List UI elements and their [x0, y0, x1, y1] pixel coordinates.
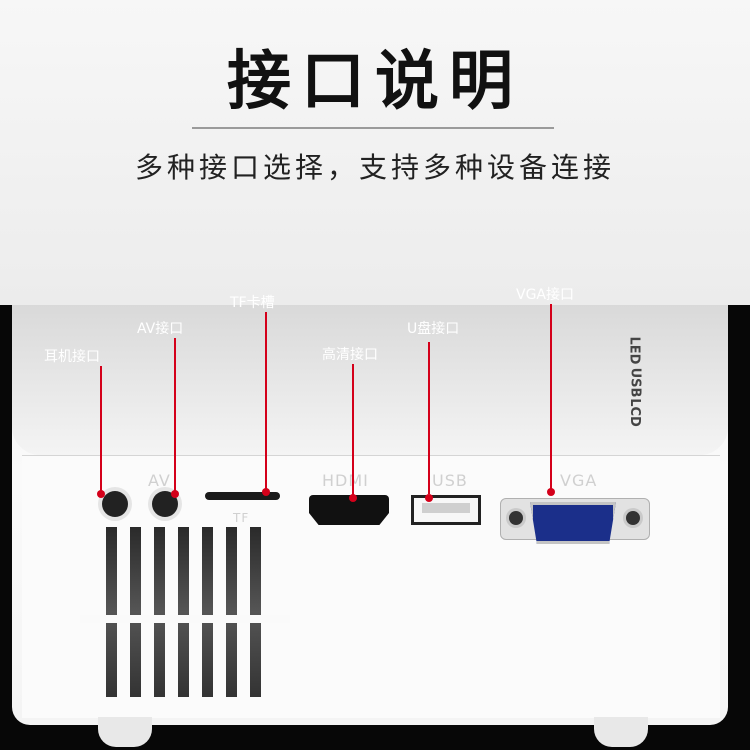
vent-slot [154, 527, 165, 697]
callout-tf: TF卡槽 [230, 295, 275, 311]
leader-av [174, 338, 176, 492]
callout-av: AV接口 [137, 321, 184, 337]
vga-screw-right [626, 511, 640, 525]
vent-slot [178, 527, 189, 697]
emboss-hdmi: HDMI [322, 471, 369, 490]
product-photo: AV HDMI USB VGA TF LED USB LCD [0, 305, 750, 750]
vent-bar [80, 615, 290, 623]
headphone-jack [102, 491, 128, 517]
air-vents [80, 527, 290, 709]
callout-vga: VGA接口 [516, 287, 575, 303]
page-subtitle: 多种接口选择，支持多种设备连接 [134, 151, 615, 184]
device-foot-left [98, 717, 152, 747]
leader-dot-tf [262, 488, 270, 496]
leader-dot-hdmi [349, 494, 357, 502]
leader-dot-av [171, 490, 179, 498]
vga-port [530, 502, 616, 544]
vent-slot [202, 527, 213, 697]
leader-dot-vga [547, 488, 555, 496]
callout-usb: U盘接口 [407, 321, 460, 337]
emboss-usb: USB [432, 471, 468, 490]
page-title: 接口说明 [227, 45, 523, 119]
callout-headphone: 耳机接口 [44, 349, 100, 365]
leader-usb [428, 342, 430, 494]
vent-slot [106, 527, 117, 697]
usb-port [411, 495, 481, 525]
vent-slot [130, 527, 141, 697]
emboss-tf: TF [233, 511, 250, 525]
leader-tf [265, 312, 267, 490]
vga-screw-left [509, 511, 523, 525]
emboss-av: AV [148, 471, 171, 490]
vent-slot [226, 527, 237, 697]
side-mark-led: LED [626, 336, 642, 365]
device-foot-right [594, 717, 648, 747]
divider [192, 127, 554, 129]
side-mark-lcd: LCD [626, 398, 642, 427]
leader-dot-usb [425, 494, 433, 502]
leader-dot-headphone [97, 490, 105, 498]
leader-hdmi [352, 364, 354, 496]
projector-top [12, 305, 728, 455]
vent-slot [250, 527, 261, 697]
emboss-vga: VGA [560, 471, 598, 490]
side-mark-usb: USB [627, 367, 643, 398]
leader-vga [550, 304, 552, 490]
leader-headphone [100, 366, 102, 492]
header-area: 接口说明 多种接口选择，支持多种设备连接 [0, 0, 750, 305]
callout-hdmi: 高清接口 [322, 347, 378, 363]
tf-card-slot [205, 492, 280, 500]
